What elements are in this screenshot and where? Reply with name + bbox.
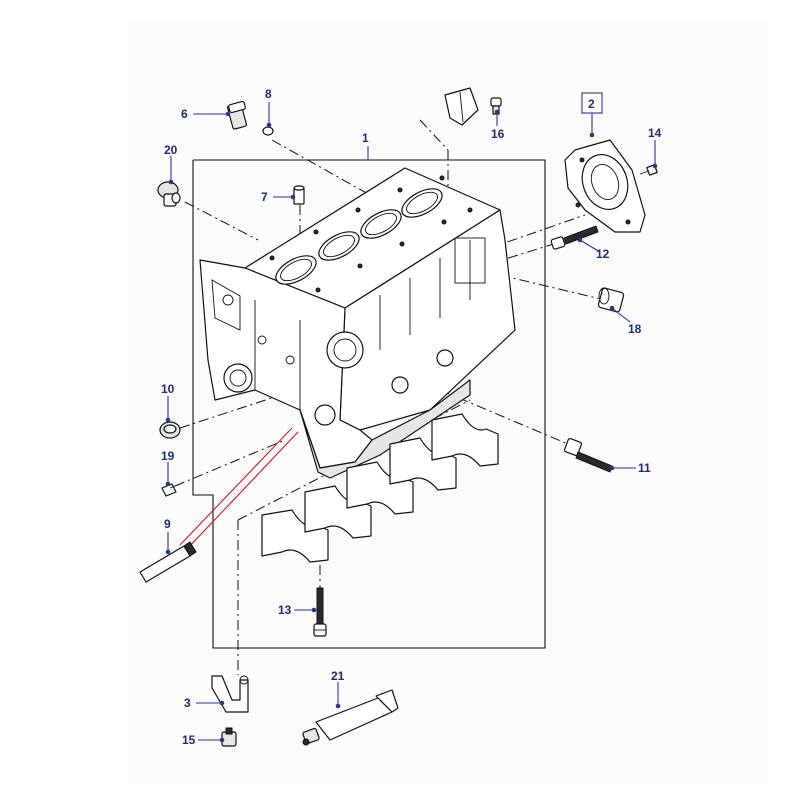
callout-18[interactable]: 18 (609, 305, 642, 336)
callout-3[interactable]: 3 (184, 696, 225, 710)
callout-19[interactable]: 19 (161, 449, 175, 487)
callout-1[interactable]: 1 (362, 131, 369, 160)
svg-text:6: 6 (181, 107, 188, 121)
main-bearing-caps (261, 413, 499, 563)
callout-9[interactable]: 9 (164, 517, 171, 555)
bolt-part-11 (563, 437, 613, 473)
svg-text:10: 10 (161, 382, 175, 396)
svg-text:19: 19 (161, 449, 175, 463)
cylinder-block (199, 167, 516, 479)
svg-text:1: 1 (362, 131, 369, 145)
svg-text:16: 16 (491, 127, 505, 141)
callout-8[interactable]: 8 (265, 87, 272, 128)
svg-text:7: 7 (261, 190, 268, 204)
dowel-part-7 (293, 185, 305, 205)
callout-6[interactable]: 6 (181, 107, 231, 121)
plug-part-20 (157, 181, 181, 207)
sealant-tube-part-21 (302, 689, 399, 746)
callout-15[interactable]: 15 (182, 733, 225, 747)
callout-13[interactable]: 13 (278, 603, 317, 617)
callout-10[interactable]: 10 (161, 382, 175, 423)
callout-11[interactable]: 11 (609, 461, 651, 475)
seal-part-10 (159, 421, 181, 439)
svg-text:15: 15 (182, 733, 196, 747)
svg-text:12: 12 (596, 247, 610, 261)
callout-20[interactable]: 20 (164, 143, 178, 185)
callout-7[interactable]: 7 (261, 190, 296, 204)
callout-16[interactable]: 16 (491, 109, 505, 141)
callout-21[interactable]: 21 (331, 669, 345, 709)
plug-part-6 (226, 100, 248, 130)
sealing-ring-part-8 (262, 126, 274, 136)
oil-seal-housing (564, 139, 646, 233)
callout-14[interactable]: 14 (648, 126, 662, 169)
svg-text:20: 20 (164, 143, 178, 157)
bolt-part-12 (550, 225, 599, 250)
svg-text:9: 9 (164, 517, 171, 531)
assembly-frame (192, 159, 546, 649)
svg-text:13: 13 (278, 603, 292, 617)
svg-text:14: 14 (648, 126, 662, 140)
callout-12[interactable]: 12 (577, 237, 610, 261)
bolt-part-19 (161, 483, 181, 497)
callout-2[interactable]: 2 (581, 92, 603, 138)
svg-text:2: 2 (588, 97, 595, 111)
svg-text:18: 18 (628, 322, 642, 336)
svg-text:3: 3 (184, 696, 191, 710)
bolt-part-13 (313, 587, 327, 637)
svg-text:8: 8 (265, 87, 272, 101)
highlight-lines (179, 427, 299, 551)
bush-part-18 (597, 287, 625, 313)
svg-text:11: 11 (638, 461, 651, 475)
pin-part-9 (139, 541, 197, 583)
svg-text:21: 21 (331, 669, 345, 683)
